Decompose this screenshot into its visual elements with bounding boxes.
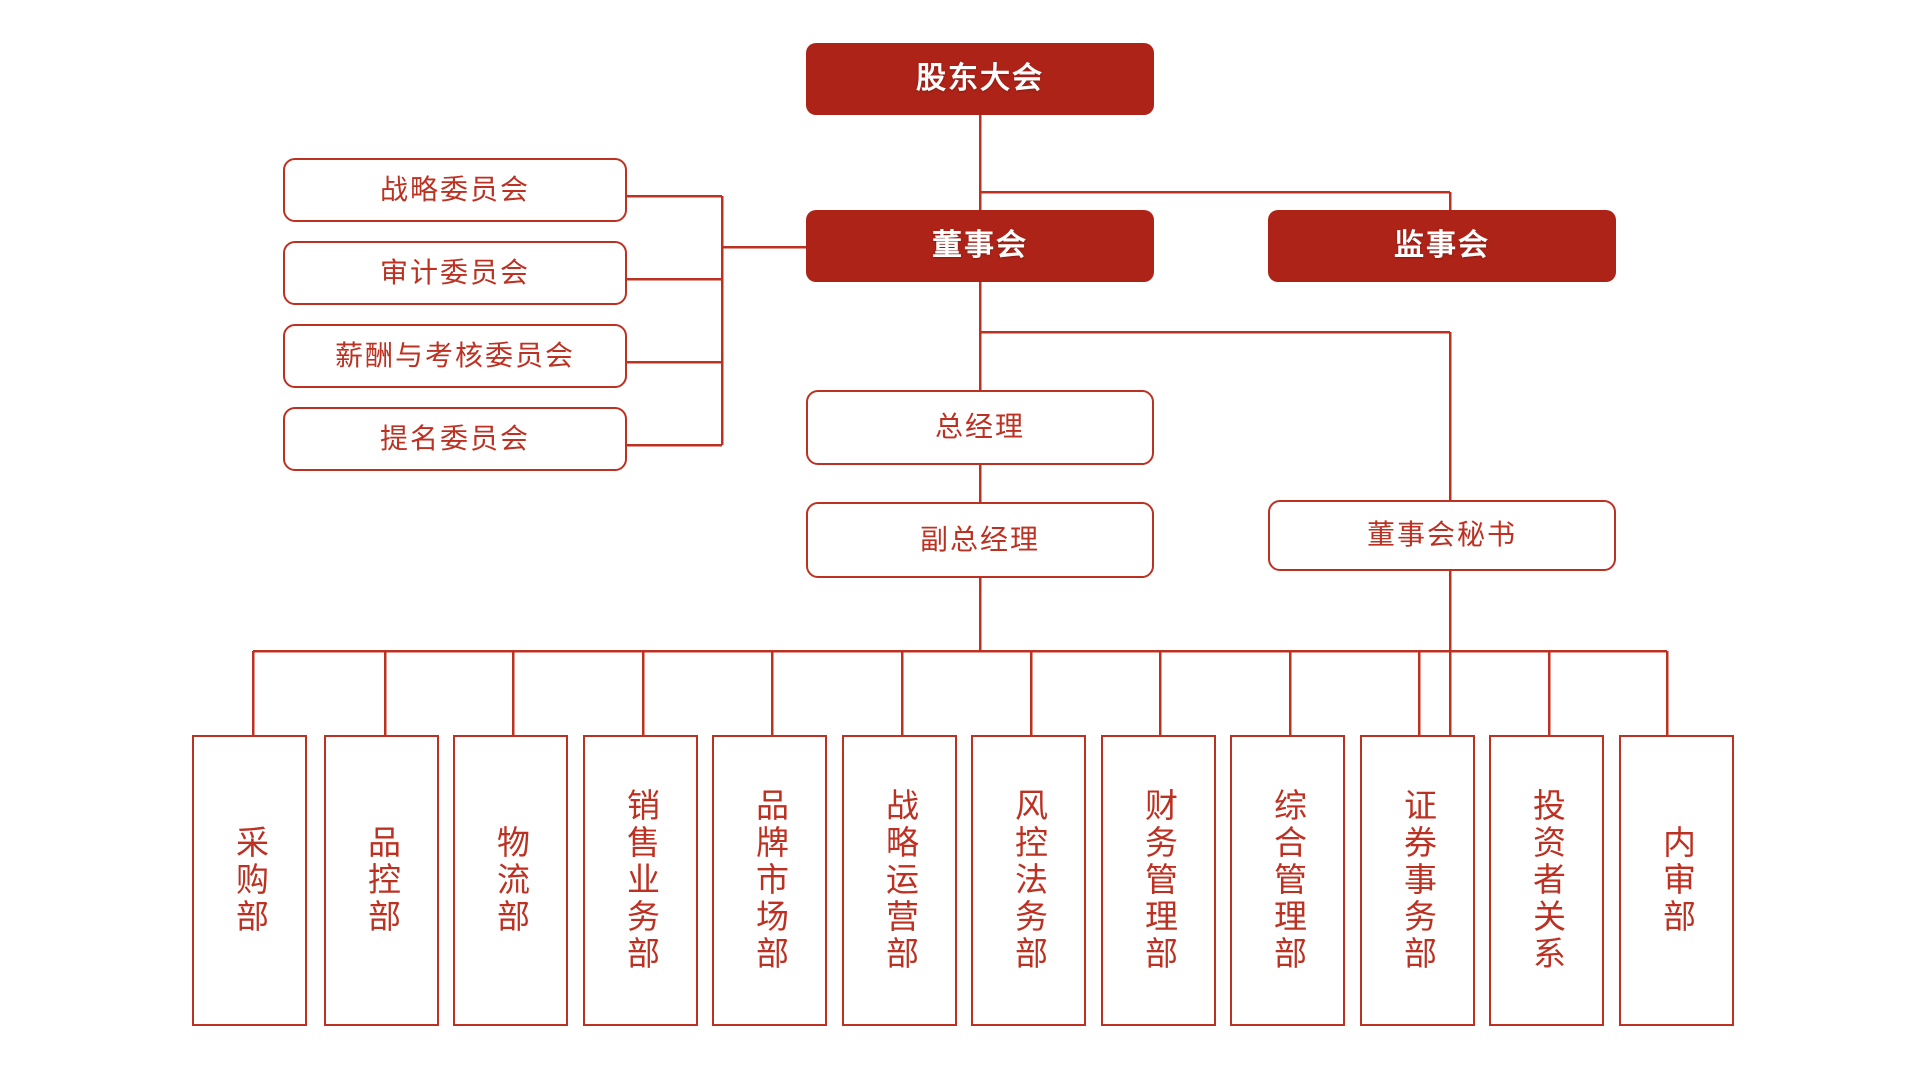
node-department-quality-control[interactable]: 品控部 — [324, 735, 439, 1026]
node-label: 提名委员会 — [379, 422, 530, 454]
node-department-general-admin[interactable]: 综合管理部 — [1230, 735, 1345, 1026]
node-label: 总经理 — [934, 411, 1025, 443]
node-label: 副总经理 — [919, 523, 1040, 555]
node-department-internal-audit[interactable]: 内审部 — [1619, 735, 1734, 1026]
node-general-manager[interactable]: 总经理 — [806, 390, 1154, 465]
node-label: 薪酬与考核委员会 — [334, 339, 575, 371]
node-department-risk-legal[interactable]: 风控法务部 — [971, 735, 1086, 1026]
node-label: 战略委员会 — [379, 173, 530, 205]
node-label: 物流部 — [492, 825, 530, 936]
node-department-sales[interactable]: 销售业务部 — [583, 735, 698, 1026]
node-board-secretary[interactable]: 董事会秘书 — [1268, 500, 1616, 571]
node-committee-compensation[interactable]: 薪酬与考核委员会 — [283, 324, 627, 388]
node-committee-audit[interactable]: 审计委员会 — [283, 241, 627, 305]
node-label: 战略运营部 — [881, 788, 919, 973]
node-label: 内审部 — [1658, 825, 1696, 936]
node-label: 品牌市场部 — [751, 788, 789, 973]
node-department-logistics[interactable]: 物流部 — [453, 735, 568, 1026]
node-department-investor-relations[interactable]: 投资者关系 — [1489, 735, 1604, 1026]
node-committee-strategy[interactable]: 战略委员会 — [283, 158, 627, 222]
node-label: 财务管理部 — [1140, 788, 1178, 973]
node-committee-nomination[interactable]: 提名委员会 — [283, 407, 627, 471]
node-department-brand-marketing[interactable]: 品牌市场部 — [712, 735, 827, 1026]
node-department-strategy-operations[interactable]: 战略运营部 — [842, 735, 957, 1026]
node-department-procurement[interactable]: 采购部 — [192, 735, 307, 1026]
node-label: 综合管理部 — [1269, 788, 1307, 973]
node-label: 证券事务部 — [1399, 788, 1437, 973]
node-shareholders-meeting[interactable]: 股东大会 — [806, 43, 1154, 115]
node-department-securities-affairs[interactable]: 证券事务部 — [1360, 735, 1475, 1026]
node-deputy-general-manager[interactable]: 副总经理 — [806, 502, 1154, 578]
node-label: 审计委员会 — [379, 256, 530, 288]
node-label: 股东大会 — [916, 61, 1044, 95]
node-board-of-directors[interactable]: 董事会 — [806, 210, 1154, 282]
node-label: 董事会 — [932, 228, 1028, 262]
node-label: 风控法务部 — [1010, 788, 1048, 973]
node-label: 投资者关系 — [1528, 788, 1566, 973]
node-label: 采购部 — [231, 825, 269, 936]
node-label: 董事会秘书 — [1366, 519, 1517, 551]
node-label: 销售业务部 — [622, 788, 660, 973]
node-department-finance[interactable]: 财务管理部 — [1101, 735, 1216, 1026]
node-board-of-supervisors[interactable]: 监事会 — [1268, 210, 1616, 282]
node-label: 监事会 — [1394, 228, 1490, 262]
node-label: 品控部 — [363, 825, 401, 936]
